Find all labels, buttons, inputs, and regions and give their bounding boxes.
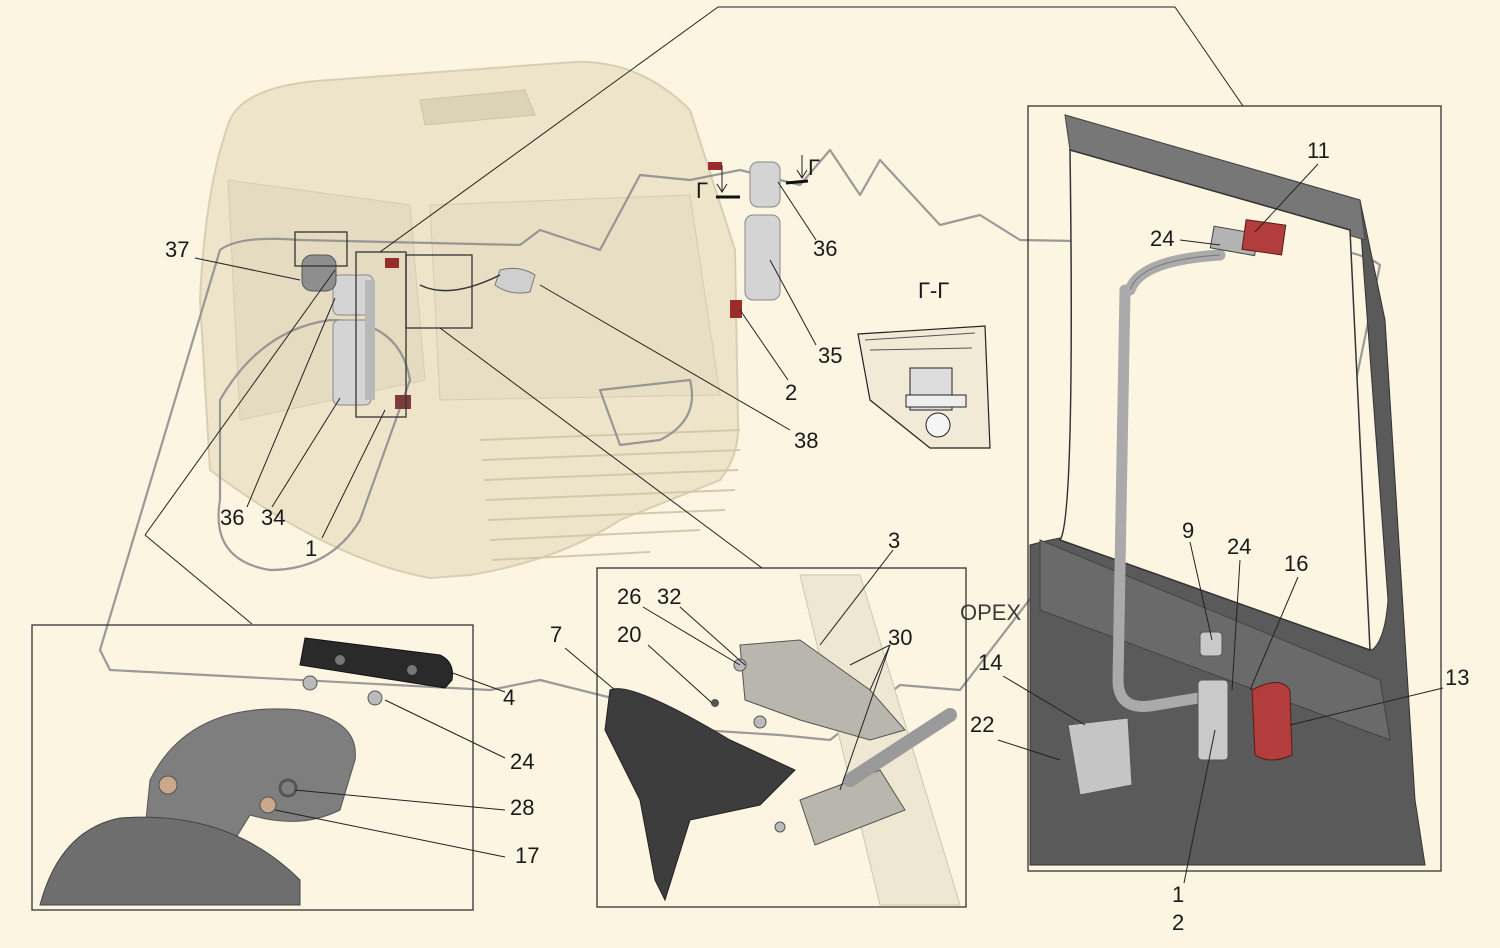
bracket-detail	[604, 574, 961, 906]
part-labels: 37 36 34 1 36 35 2 38 4 24 28 17 7 26 32…	[165, 138, 1469, 935]
label-24-plate: 24	[510, 749, 534, 774]
label-24-top: 24	[1150, 226, 1174, 251]
right-mirror-assembly	[419, 161, 781, 318]
label-34: 34	[261, 505, 285, 530]
label-35: 35	[818, 343, 842, 368]
section-mark-label-right: Г	[808, 155, 820, 180]
cab-body	[198, 60, 741, 580]
label-20: 20	[617, 622, 641, 647]
door-mirror-bracket	[1067, 219, 1293, 796]
label-24-door: 24	[1227, 534, 1251, 559]
bracket-detail-frame	[596, 567, 967, 908]
label-36-left: 36	[220, 505, 244, 530]
label-36-right: 36	[813, 236, 837, 261]
section-view	[857, 325, 991, 449]
label-9: 9	[1182, 518, 1194, 543]
section-mark-left: Г	[696, 165, 740, 203]
label-1-left: 1	[305, 536, 317, 561]
label-11: 11	[1307, 138, 1330, 163]
section-title: Г-Г	[918, 278, 949, 303]
label-16: 16	[1284, 551, 1308, 576]
label-28: 28	[510, 795, 534, 820]
callout-box-37	[294, 231, 348, 267]
label-13: 13	[1445, 665, 1469, 690]
label-26: 26	[617, 584, 641, 609]
label-38: 38	[794, 428, 818, 453]
leader-lines	[194, 163, 1444, 884]
label-2-door: 2	[1172, 910, 1184, 935]
label-1-door: 1	[1172, 882, 1184, 907]
label-17: 17	[515, 843, 539, 868]
mounting-detail-frame	[31, 624, 474, 911]
label-2-cab: 2	[785, 380, 797, 405]
mounting-plate-detail	[39, 637, 453, 906]
cab-grille	[479, 429, 741, 561]
label-3: 3	[888, 528, 900, 553]
label-7: 7	[550, 622, 562, 647]
label-22: 22	[970, 712, 994, 737]
watermark-text: OPEX	[960, 600, 1021, 625]
label-32: 32	[657, 584, 681, 609]
left-mirror-assembly	[301, 254, 411, 409]
label-14: 14	[978, 650, 1002, 675]
label-4: 4	[503, 685, 515, 710]
section-mark-label-left: Г	[696, 178, 708, 203]
door-detail-frame	[1027, 105, 1442, 872]
callout-box-38	[405, 254, 473, 329]
label-30: 30	[888, 625, 912, 650]
section-mark-right: Г	[785, 155, 820, 185]
connector-lines	[144, 6, 1244, 625]
label-37: 37	[165, 237, 189, 262]
